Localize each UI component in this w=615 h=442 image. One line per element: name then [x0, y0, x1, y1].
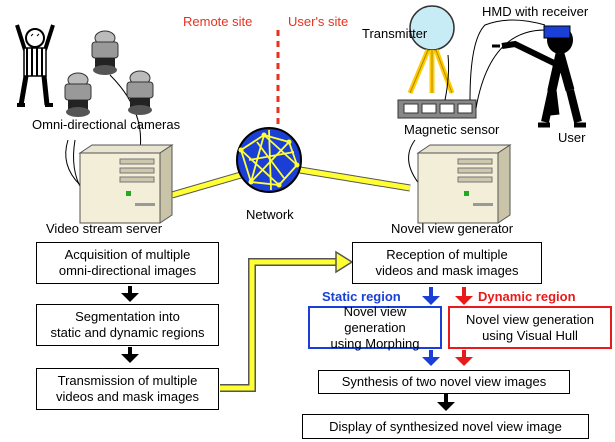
step-acquisition-line1: Acquisition of multiple: [64, 247, 191, 262]
transmitter-icon: [407, 5, 455, 94]
step-transmission-line2: videos and mask images: [55, 389, 200, 404]
morphing-box: Novel view generation using Morphing: [308, 303, 442, 351]
step-acquisition-box: Acquisition of multiple omni-directional…: [36, 242, 219, 284]
hmd-label: HMD with receiver: [482, 4, 589, 19]
video-stream-server-label: Video stream server: [46, 221, 163, 236]
transfer-arrow: [220, 250, 354, 392]
visual-hull-line2: using Visual Hull: [482, 327, 578, 343]
synthesis-box: Synthesis of two novel view images: [318, 370, 570, 394]
video-stream-server-icon: [78, 144, 174, 224]
user-label: User: [558, 130, 586, 145]
step-transmission-box: Transmission of multiple videos and mask…: [36, 368, 219, 410]
omni-camera-icon: [64, 72, 92, 117]
sensor-cables: [408, 19, 546, 186]
network-globe-icon: [236, 127, 302, 193]
visual-hull-line1: Novel view generation: [466, 311, 594, 327]
magnetic-sensor-icon: [397, 99, 477, 119]
users-site-label: User's site: [288, 14, 349, 29]
step-segmentation-line2: static and dynamic regions: [50, 325, 205, 340]
cameras-label: Omni-directional cameras: [32, 117, 181, 132]
step-reception-line2: videos and mask images: [375, 263, 519, 278]
magnetic-sensor-label: Magnetic sensor: [404, 122, 500, 137]
novel-view-generator-icon: [416, 144, 512, 224]
transmitter-label: Transmitter: [362, 26, 428, 41]
omni-camera-icon: [126, 70, 154, 115]
morphing-line1: Novel view generation: [343, 303, 407, 335]
step-reception-line1: Reception of multiple: [386, 247, 508, 262]
dynamic-region-label: Dynamic region: [478, 289, 576, 304]
network-label: Network: [246, 207, 294, 222]
step-segmentation-box: Segmentation into static and dynamic reg…: [36, 304, 219, 346]
user-icon: [492, 25, 586, 128]
flow-arrows-right: [422, 287, 473, 411]
morphing-line2: using Morphing: [330, 335, 420, 351]
step-segmentation-line1: Segmentation into: [75, 309, 180, 324]
step-reception-box: Reception of multiple videos and mask im…: [352, 242, 542, 284]
step-transmission-line1: Transmission of multiple: [57, 373, 198, 388]
display-box: Display of synthesized novel view image: [302, 414, 589, 439]
visual-hull-box: Novel view generation using Visual Hull: [448, 306, 612, 349]
remote-site-label: Remote site: [183, 14, 253, 29]
remote-person-icon: [15, 24, 55, 107]
omni-camera-icon: [91, 30, 119, 75]
novel-view-generator-label: Novel view generator: [391, 221, 514, 236]
static-region-label: Static region: [322, 289, 401, 304]
step-acquisition-line2: omni-directional images: [58, 263, 197, 278]
flow-arrows-left: [121, 286, 139, 363]
